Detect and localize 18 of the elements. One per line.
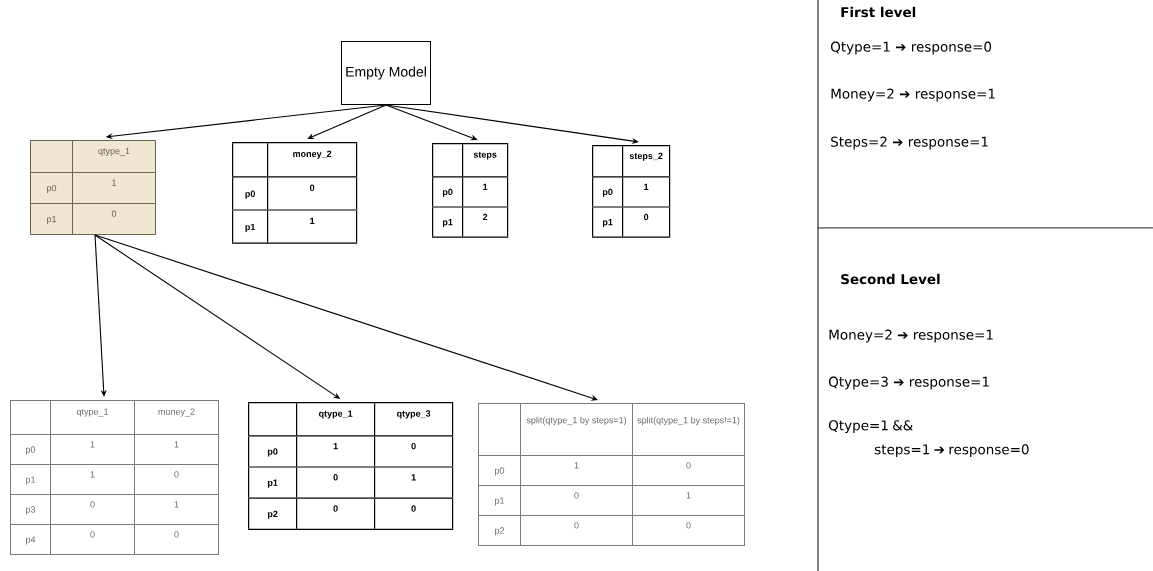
data-table: qtype_1 p0 1 p1 0 [29,140,157,235]
data-table: money_2 p0 0 p1 1 [231,142,358,244]
rule-text: Money=2 ➔ response=1 [831,88,995,102]
arrow [307,104,387,139]
rule-text: Steps=2 ➔ response=1 [831,136,988,150]
rule-text: Qtype=1 && steps=1 ➔ response=0 [828,420,1029,458]
heading: Second Level [841,273,940,285]
model-box: Empty Model [341,41,431,105]
data-table: qtype_1 money_2 p0 1 1 p1 1 0 p3 0 1 p4 0 0 [9,400,220,555]
heading: First level [841,6,916,18]
data-table: steps_2 p0 1 p1 0 [591,145,671,238]
rule-text: Qtype=1 ➔ response=0 [830,41,992,55]
rule-text: Qtype=3 ➔ response=1 [828,376,989,390]
rule-text: Money=2 ➔ response=1 [829,329,993,343]
arrow [94,234,107,397]
data-table: qtype_1 qtype_3 p0 1 0 p1 0 1 p2 0 0 [247,402,454,530]
data-table: split(qtype_1 by steps=1) split(qtype_1 by steps!=1) p0 1 0 p1 0 1 p2 0 0 [477,403,746,546]
data-table: steps p0 1 p1 2 [431,143,509,238]
